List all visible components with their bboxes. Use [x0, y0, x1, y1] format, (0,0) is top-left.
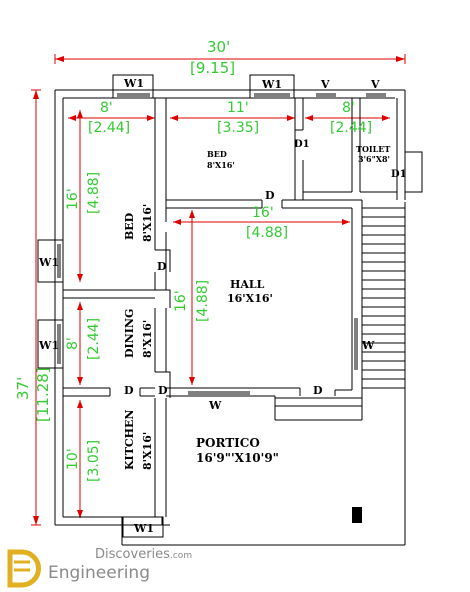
room-toilet-name: TOILET: [356, 144, 390, 154]
doors: [109, 129, 336, 398]
column-marker: [352, 507, 362, 523]
room-dining-size: 8'X16': [141, 320, 154, 358]
watermark: Discoveries .com Engineering: [7, 547, 192, 588]
dim-bed2-m: [3.35]: [217, 120, 259, 136]
dim-bed1-m: [2.44]: [88, 120, 130, 136]
dim-height-m: [11.28]: [34, 367, 52, 422]
dim-dining-h-ft: 8': [65, 337, 81, 350]
staircase: [361, 202, 406, 398]
room-kitchen-size: 8'X16': [141, 432, 154, 470]
label-w-hall-bottom: W: [208, 399, 222, 412]
label-d1-bed: D1: [294, 139, 310, 150]
dim-hall-w-ft: 16': [252, 205, 274, 221]
dim-toilet-ft: 8': [342, 100, 355, 116]
dim-hall-w-m: [4.88]: [246, 225, 288, 241]
label-w1-left-top: W1: [38, 256, 59, 269]
label-d-bed-hall: D: [265, 189, 275, 202]
watermark-sub: Engineering: [48, 563, 150, 583]
red-dimension-lines: [31, 54, 406, 526]
room-kitchen-name: KITCHEN: [123, 410, 136, 470]
watermark-brand: Discoveries: [95, 547, 170, 562]
label-w1-bottom: W1: [133, 522, 154, 535]
label-d1-toilet: D1: [391, 169, 407, 180]
room-bed-left-size: 8'X16': [141, 204, 154, 242]
watermark-domain: .com: [170, 551, 192, 561]
label-w-hall-right: W: [361, 339, 375, 352]
walls: [54, 89, 406, 546]
dim-hall-h-m: [4.88]: [195, 280, 211, 322]
dim-bed1-h-m: [4.88]: [86, 172, 102, 214]
label-w1-left-dining: W1: [38, 339, 59, 352]
room-toilet-size: 3'6"X8': [358, 154, 390, 164]
room-portico-size: 16'9"'X10'9": [196, 451, 279, 465]
windows: [37, 74, 423, 538]
dim-height-ft: 37': [14, 377, 32, 400]
label-v-left: V: [320, 78, 330, 91]
label-w1-top-left: W1: [123, 77, 144, 90]
dim-width-m: [9.15]: [190, 59, 235, 77]
room-bed-left-name: BED: [123, 212, 136, 240]
label-d-dining: D: [124, 384, 134, 397]
label-v-right: V: [370, 78, 380, 91]
dim-hall-h-ft: 16': [173, 290, 189, 312]
room-bed-top-size: 8'X16': [207, 160, 235, 170]
room-dining-name: DINING: [123, 309, 136, 358]
discoveries-logo-icon: [7, 549, 41, 588]
label-d-hall-bottom: D: [313, 384, 323, 397]
dim-width-ft: 30': [207, 38, 230, 56]
room-hall-size: 16'X16': [227, 292, 273, 305]
dim-toilet-m: [2.44]: [330, 120, 372, 136]
dim-bed1-h-ft: 16': [65, 188, 81, 210]
room-portico-name: PORTICO: [196, 436, 260, 450]
label-w1-top-mid: W1: [261, 78, 282, 91]
dim-kitchen-h-ft: 10': [65, 448, 81, 470]
opening-labels: W1 W1 V V D1 D1 D W1 D W1 W D D D W W1: [38, 77, 407, 535]
label-d-left-bed: D: [157, 260, 167, 273]
dim-dining-h-m: [2.44]: [86, 318, 102, 360]
dim-bed2-ft: 11': [227, 100, 249, 116]
red-arrowheads: [33, 56, 405, 525]
label-d-hall-kitchen: D: [158, 384, 168, 397]
room-labels: BED 8'X16' TOILET 3'6"X8' HALL 16'X16' P…: [123, 144, 390, 470]
room-hall-name: HALL: [230, 278, 265, 291]
green-dimensions: 30' [9.15] 8' [2.44] 11' [3.35] 8' [2.44…: [14, 38, 372, 482]
dim-bed1-ft: 8': [100, 100, 113, 116]
dim-kitchen-h-m: [3.05]: [86, 440, 102, 482]
room-bed-top-name: BED: [207, 149, 227, 159]
